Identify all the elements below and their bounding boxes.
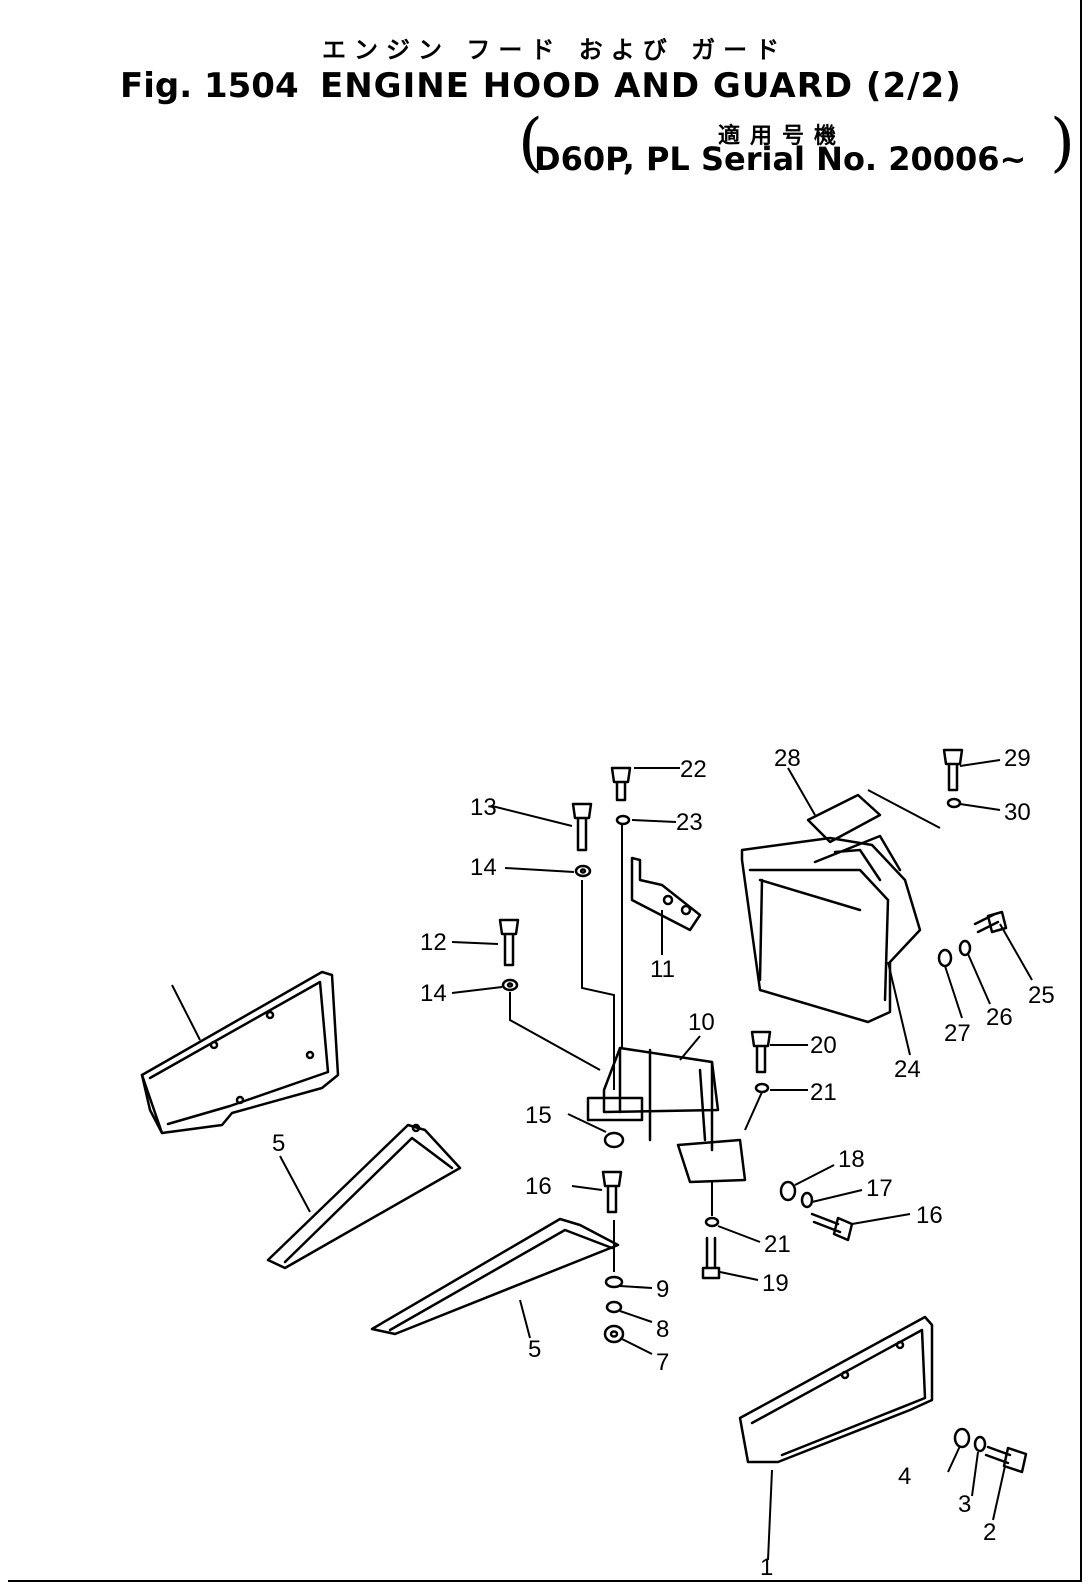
bolt-12 [498, 918, 520, 967]
callout-9: 9 [656, 1276, 669, 1303]
japanese-title: エンジン フード および ガード [322, 36, 788, 64]
figure-number: Fig. 1504 [120, 66, 299, 106]
bolt-25 [973, 910, 1008, 934]
bolt-22 [610, 766, 632, 802]
washer-23 [615, 814, 631, 826]
washer-21a [754, 1082, 770, 1094]
callout-18: 18 [838, 1146, 865, 1173]
bolt-20 [750, 1030, 772, 1074]
callout-21a: 21 [810, 1079, 837, 1106]
washer-4 [953, 1427, 971, 1449]
washer-26 [958, 939, 972, 957]
callout-24: 24 [894, 1056, 921, 1083]
cover-plate [806, 793, 882, 844]
callout-16b: 16 [916, 1202, 943, 1229]
callout-5b: 5 [528, 1336, 541, 1363]
callout-21b: 21 [764, 1231, 791, 1258]
washer-3 [973, 1435, 987, 1453]
callout-17: 17 [866, 1175, 893, 1202]
washer-21b [704, 1216, 720, 1228]
callout-10: 10 [688, 1009, 715, 1036]
callout-7: 7 [656, 1349, 669, 1376]
callout-29: 29 [1004, 745, 1031, 772]
washer-14a [574, 864, 592, 878]
callout-23: 23 [676, 809, 703, 836]
callout-2: 2 [983, 1519, 996, 1546]
bolt-29 [942, 748, 964, 792]
side-cover-left [140, 970, 340, 1135]
callout-16a: 16 [525, 1173, 552, 1200]
japanese-applicability: 適用号機 [718, 124, 847, 149]
callout-27: 27 [944, 1020, 971, 1047]
bolt-13 [571, 802, 593, 852]
nut-15 [603, 1131, 625, 1149]
callout-15: 15 [525, 1102, 552, 1129]
callout-4: 4 [898, 1463, 911, 1490]
drawing-frame [8, 0, 1082, 1582]
callout-5a: 5 [272, 1130, 285, 1157]
support-bracket [586, 1046, 747, 1184]
bolt-16 [601, 1170, 623, 1214]
bracket-upper [266, 1123, 462, 1270]
applicability-note: D60P, PL Serial No. 20006~ [534, 140, 1027, 178]
callout-13: 13 [470, 794, 497, 821]
right-paren: ) [1050, 106, 1075, 180]
callout-1b: 1 [760, 1554, 773, 1581]
washer-30 [946, 797, 962, 809]
washer-27 [937, 948, 953, 968]
callout-25: 25 [1028, 982, 1055, 1009]
left-paren: ( [518, 106, 543, 180]
leader-lines [171, 759, 1033, 1561]
washer-9 [604, 1275, 624, 1289]
hood-box [740, 834, 922, 1024]
washer-8 [605, 1300, 623, 1314]
bracket-lower [370, 1217, 620, 1336]
callout-14b: 14 [420, 980, 447, 1007]
washer-14b [501, 978, 519, 992]
callout-numbers: 1 2 3 4 5 5 7 8 9 10 11 12 13 14 14 15 1… [272, 745, 1055, 1581]
callout-20: 20 [810, 1032, 837, 1059]
callout-14a: 14 [470, 854, 497, 881]
callout-19: 19 [762, 1270, 789, 1297]
callout-26: 26 [986, 1004, 1013, 1031]
figure-title: ENGINE HOOD AND GUARD (2/2) [320, 66, 962, 106]
nut-7 [603, 1324, 625, 1344]
callout-30: 30 [1004, 799, 1031, 826]
clamp [630, 856, 702, 932]
callout-11: 11 [650, 956, 675, 983]
callout-22: 22 [680, 756, 707, 783]
callout-12: 12 [420, 929, 447, 956]
washer-17 [800, 1191, 814, 1209]
callout-3: 3 [958, 1491, 971, 1518]
callout-28: 28 [774, 745, 801, 772]
bolt-2 [984, 1445, 1028, 1474]
washer-18 [779, 1180, 797, 1202]
bolt-16-side [810, 1212, 854, 1242]
bolt-19 [701, 1236, 721, 1280]
callout-8: 8 [656, 1316, 669, 1343]
side-cover-right [738, 1315, 934, 1464]
